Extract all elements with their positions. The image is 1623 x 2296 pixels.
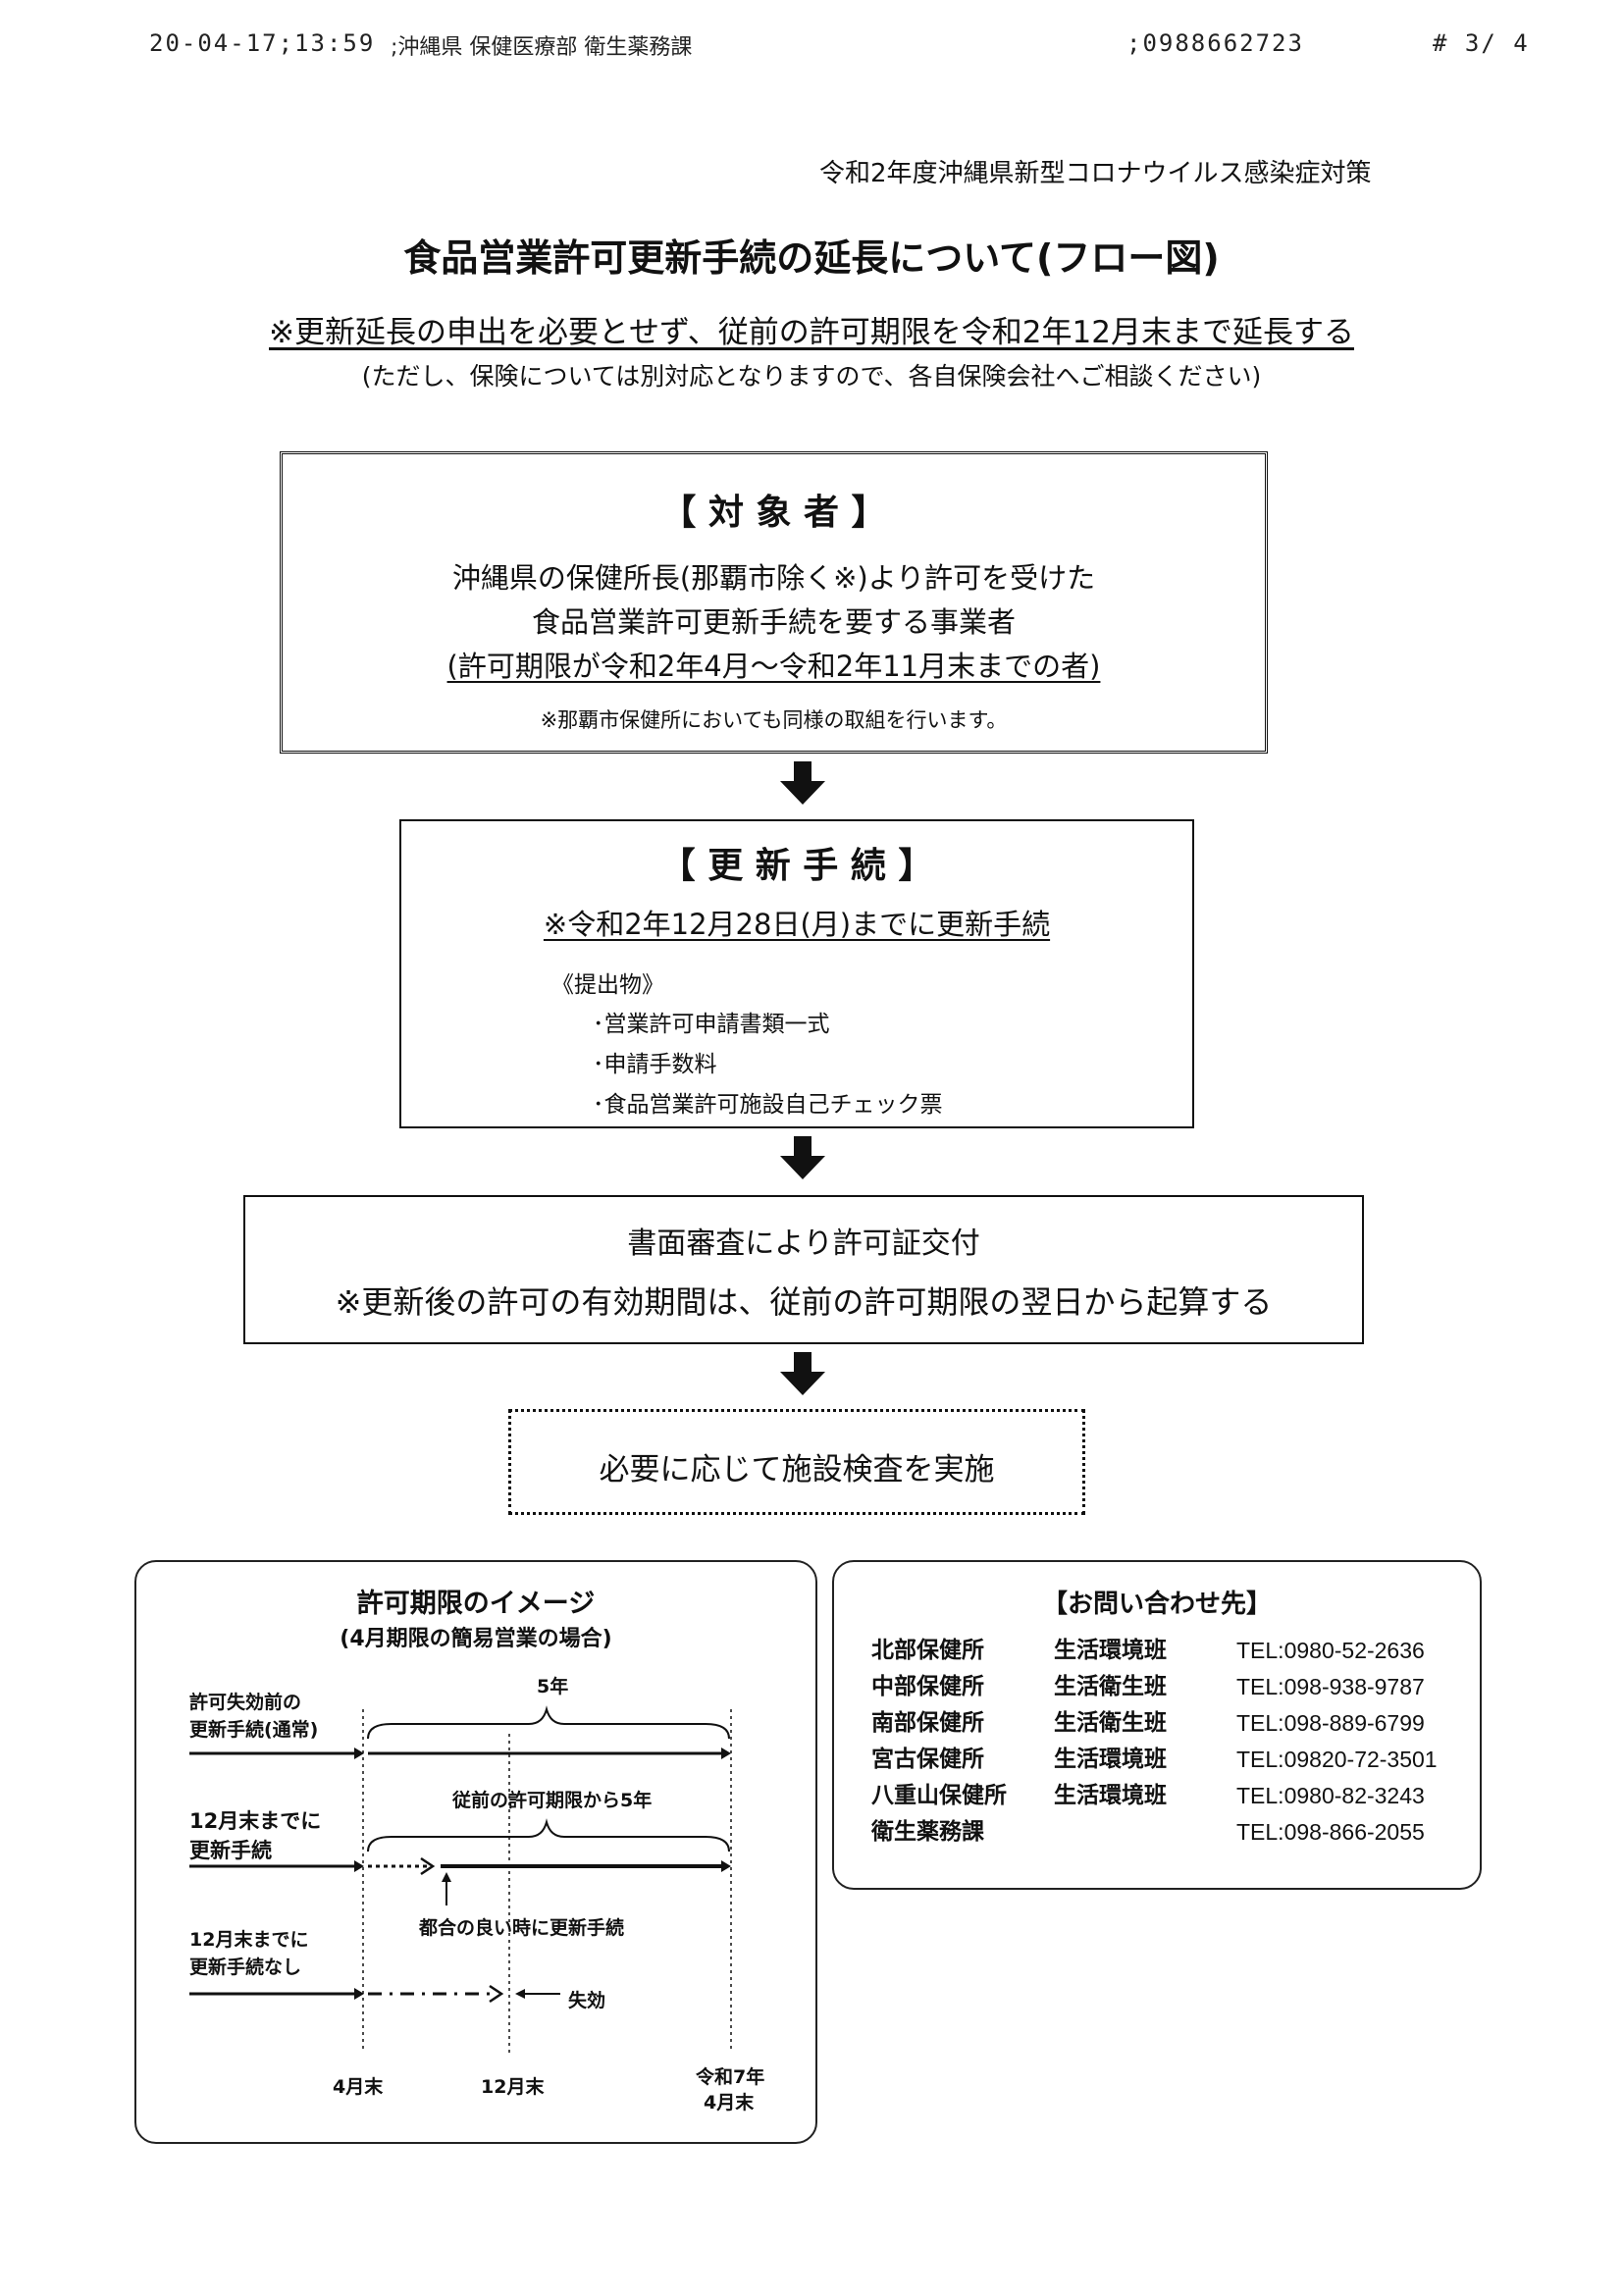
target-footnote: ※那覇市保健所においても同様の取組を行います。 — [540, 708, 1008, 732]
submission-item: ･申請手数料 — [593, 1052, 717, 1077]
target-line-3: (許可期限が令和2年4月～令和2年11月末までの者) — [446, 650, 1101, 683]
insurance-note: (ただし、保険については別対応となりますので、各自保険会社へご相談ください) — [361, 362, 1262, 391]
contact-row: 衛生薬務課 TEL:098-866-2055 — [871, 1814, 1438, 1851]
office-name: 中部保健所 — [871, 1674, 984, 1699]
flow-arrow-icon — [780, 1136, 825, 1179]
contacts-title: 【お問い合わせ先】 — [1041, 1590, 1272, 1619]
page-title: 食品営業許可更新手続の延長について(フロー図) — [403, 236, 1220, 280]
axis-label: 令和7年 — [696, 2066, 765, 2088]
review-line-2: ※更新後の許可の有効期間は、従前の許可期限の翌日から起算する — [335, 1283, 1273, 1321]
extension-note: ※更新延長の申出を必要とせず、従前の許可期限を令和2年12月末まで延長する — [269, 315, 1354, 350]
renewal-deadline: ※令和2年12月28日(月)までに更新手続 — [543, 908, 1051, 941]
flow-arrow-icon — [780, 1352, 825, 1395]
phone-number: TEL:098-889-6799 — [1236, 1710, 1425, 1736]
row-label: 更新手続なし — [189, 1957, 302, 1978]
office-name: 衛生薬務課 — [871, 1819, 984, 1845]
axis-label: 4月末 — [333, 2076, 384, 2098]
axis-label: 12月末 — [481, 2076, 545, 2098]
flow-arrow-icon — [780, 761, 825, 805]
fax-sender: ;沖縄県 保健医療部 衛生薬務課 — [391, 35, 693, 60]
phone-number: TEL:0980-82-3243 — [1236, 1783, 1425, 1808]
office-name: 北部保健所 — [871, 1638, 984, 1663]
timing-note: 都合の良い時に更新手続 — [419, 1917, 625, 1939]
fax-datetime: 20-04-17;13:59 — [149, 29, 376, 57]
axis-label: 4月末 — [704, 2092, 755, 2113]
submission-label: 《提出物》 — [551, 972, 664, 998]
submission-item: ･食品営業許可施設自己チェック票 — [593, 1092, 943, 1118]
row-label: 更新手続 — [189, 1839, 272, 1862]
phone-number: TEL:098-938-9787 — [1236, 1674, 1425, 1699]
contacts-list: 北部保健所 生活環境班 TEL:0980-52-2636 中部保健所 生活衛生班… — [871, 1633, 1438, 1851]
target-line-2: 食品営業許可更新手続を要する事業者 — [531, 605, 1016, 639]
submission-item: ･営業許可申請書類一式 — [593, 1012, 830, 1037]
section-name: 生活衛生班 — [1054, 1674, 1167, 1699]
expiry-label: 失効 — [568, 1990, 606, 2011]
timeline-diagram — [189, 1705, 732, 2053]
target-box: 【 対 象 者 】 沖縄県の保健所長(那覇市除く※)より許可を受けた 食品営業許… — [280, 451, 1268, 754]
document-subtitle: 令和2年度沖縄県新型コロナウイルス感染症対策 — [819, 159, 1372, 188]
renewal-box: 【 更 新 手 続 】 ※令和2年12月28日(月)までに更新手続 《提出物》 … — [399, 819, 1194, 1128]
row-label: 許可失効前の — [189, 1692, 302, 1713]
span-label: 従前の許可期限から5年 — [452, 1790, 653, 1811]
section-name: 生活環境班 — [1054, 1783, 1167, 1808]
target-heading: 【 対 象 者 】 — [660, 493, 887, 533]
section-name: 生活環境班 — [1054, 1638, 1167, 1663]
fax-page: # 3/ 4 — [1433, 29, 1530, 57]
phone-number: TEL:09820-72-3501 — [1236, 1747, 1438, 1772]
row-label: 12月末までに — [189, 1929, 309, 1951]
contact-row: 中部保健所 生活衛生班 TEL:098-938-9787 — [871, 1669, 1438, 1705]
review-line-1: 書面審査により許可証交付 — [627, 1226, 980, 1261]
row-label: 12月末までに — [189, 1809, 322, 1833]
contact-row: 宮古保健所 生活環境班 TEL:09820-72-3501 — [871, 1742, 1438, 1778]
span-label: 5年 — [537, 1676, 569, 1697]
office-name: 八重山保健所 — [871, 1783, 1007, 1808]
row-label: 更新手続(通常) — [189, 1719, 319, 1741]
timeline-subtitle: (4月期限の簡易営業の場合) — [340, 1627, 612, 1651]
contact-row: 南部保健所 生活衛生班 TEL:098-889-6799 — [871, 1705, 1438, 1742]
section-name: 生活環境班 — [1054, 1747, 1167, 1772]
target-line-1: 沖縄県の保健所長(那覇市除く※)より許可を受けた — [451, 561, 1096, 595]
inspection-box: 必要に応じて施設検査を実施 — [508, 1409, 1085, 1515]
contact-row: 八重山保健所 生活環境班 TEL:0980-82-3243 — [871, 1778, 1438, 1814]
contacts-box: 【お問い合わせ先】 北部保健所 生活環境班 TEL:0980-52-2636 中… — [832, 1560, 1482, 1890]
section-name — [1054, 1814, 1236, 1851]
office-name: 南部保健所 — [871, 1710, 984, 1736]
contact-row: 北部保健所 生活環境班 TEL:0980-52-2636 — [871, 1633, 1438, 1669]
section-name: 生活衛生班 — [1054, 1710, 1167, 1736]
inspection-text: 必要に応じて施設検査を実施 — [599, 1452, 995, 1487]
renewal-heading: 【 更 新 手 続 】 — [659, 846, 934, 886]
office-name: 宮古保健所 — [871, 1747, 984, 1772]
phone-number: TEL:0980-52-2636 — [1236, 1638, 1425, 1663]
phone-number: TEL:098-866-2055 — [1236, 1819, 1425, 1845]
timeline-box: 許可期限のイメージ (4月期限の簡易営業の場合) 許可失効前の 更新手続(通常)… — [134, 1560, 817, 2144]
timeline-title: 許可期限のイメージ — [356, 1589, 596, 1619]
review-box: 書面審査により許可証交付 ※更新後の許可の有効期間は、従前の許可期限の翌日から起… — [243, 1195, 1364, 1344]
fax-number: ;0988662723 — [1126, 29, 1304, 57]
